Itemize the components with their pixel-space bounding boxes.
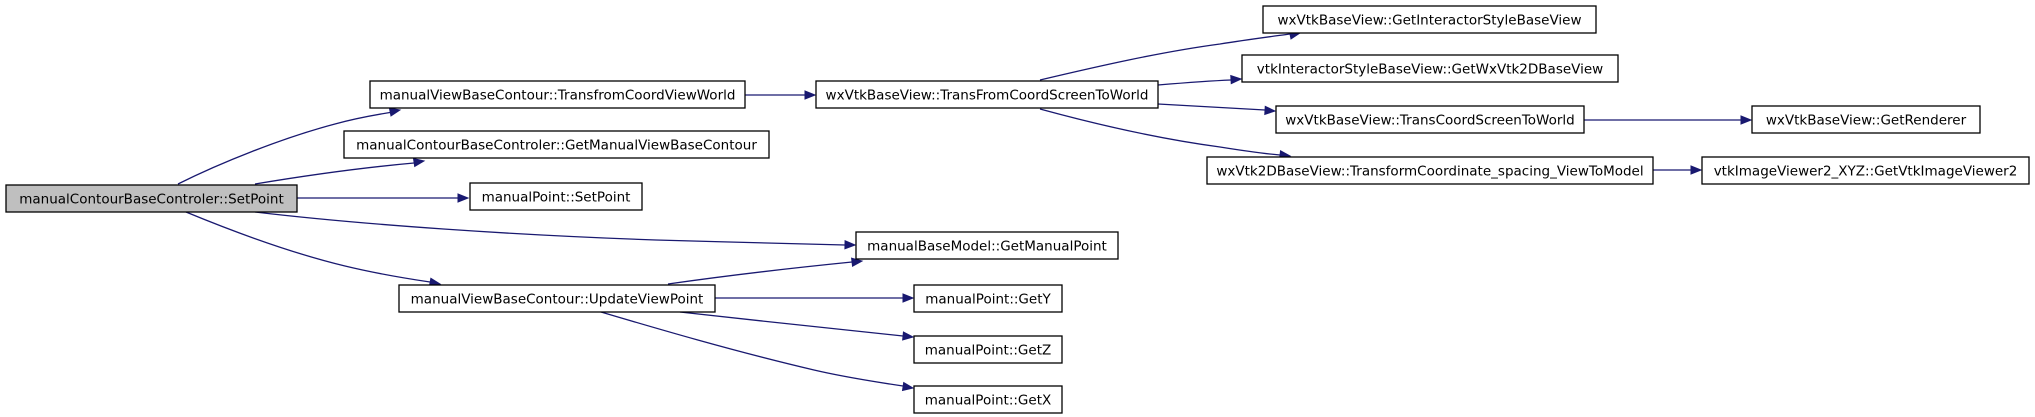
arrowhead-icon [388, 107, 402, 117]
arrowhead-icon [902, 331, 915, 341]
node-label: manualViewBaseContour::TransfromCoordVie… [380, 88, 736, 104]
edge-line [600, 311, 904, 387]
edge-line [254, 162, 415, 185]
node-get-z[interactable]: manualPoint::GetZ [913, 335, 1063, 364]
node-get-interactor-style-base-view[interactable]: wxVtkBaseView::GetInteractorStyleBaseVie… [1262, 5, 1597, 34]
node-get-vtk-image-viewer2[interactable]: vtkImageViewer2_XYZ::GetVtkImageViewer2 [1701, 156, 2030, 185]
edge-transfrom_coord_view_world-to-trans_from_coord_screen_to_world [745, 90, 817, 100]
node-box [815, 80, 1159, 109]
edge-line [679, 311, 904, 337]
node-label: wxVtk2DBaseView::TransformCoordinate_spa… [1216, 164, 1643, 180]
node-label: manualPoint::GetY [925, 292, 1051, 308]
edge-trans_coord_screen_to_world-to-get_renderer [1584, 115, 1753, 125]
edge-trans_from_coord_screen_to_world-to-trans_coord_screen_to_world [1157, 103, 1277, 116]
edge-trans_from_coord_screen_to_world-to-get_wx_vtk_2d_base_view [1157, 74, 1243, 86]
edge-update_view_point-to-get_y [715, 293, 915, 303]
node-get-manual-point[interactable]: manualBaseModel::GetManualPoint [855, 231, 1119, 260]
node-manual-point-setpoint[interactable]: manualPoint::SetPoint [469, 182, 643, 211]
node-label: manualPoint::GetX [925, 393, 1051, 409]
edge-line [667, 261, 853, 285]
node-box [343, 130, 770, 159]
node-box [913, 385, 1063, 414]
arrowhead-icon [902, 293, 915, 303]
edge-line [254, 211, 846, 246]
arrowhead-icon [1264, 105, 1277, 116]
node-box [5, 184, 298, 213]
node-label: manualPoint::SetPoint [482, 190, 631, 206]
edge-line [1157, 103, 1266, 111]
edge-line [185, 211, 431, 283]
node-get-x[interactable]: manualPoint::GetX [913, 385, 1063, 414]
node-label: wxVtkBaseView::GetRenderer [1766, 113, 1967, 129]
node-update-view-point[interactable]: manualViewBaseContour::UpdateViewPoint [398, 284, 716, 313]
edge-setpoint_root-to-get_manual_point [254, 211, 857, 250]
edge-line [1039, 33, 1291, 81]
node-get-renderer[interactable]: wxVtkBaseView::GetRenderer [1751, 105, 1981, 134]
node-label: manualContourBaseControler::GetManualVie… [356, 138, 757, 154]
edges-layer [177, 30, 1753, 392]
node-setpoint-root[interactable]: manualContourBaseControler::SetPoint [5, 184, 298, 213]
arrowhead-icon [804, 90, 817, 100]
node-box [469, 182, 643, 211]
node-label: wxVtkBaseView::GetInteractorStyleBaseVie… [1277, 13, 1581, 29]
node-box [1275, 105, 1585, 134]
node-transform-coordinate-spacing[interactable]: wxVtk2DBaseView::TransformCoordinate_spa… [1206, 156, 1654, 185]
edge-line [1039, 108, 1281, 156]
node-label: manualPoint::GetZ [925, 343, 1051, 359]
edge-trans_from_coord_screen_to_world-to-transform_coordinate_spacing [1039, 108, 1292, 160]
edge-update_view_point-to-get_x [600, 311, 915, 392]
edge-setpoint_root-to-manual_point_setpoint [297, 193, 470, 203]
edge-setpoint_root-to-get_manual_view_base_contour [254, 157, 426, 185]
arrowhead-icon [901, 381, 915, 392]
node-box [369, 80, 746, 109]
node-get-y[interactable]: manualPoint::GetY [913, 284, 1063, 313]
node-label: manualBaseModel::GetManualPoint [867, 239, 1107, 255]
arrowhead-icon [412, 157, 426, 168]
node-label: vtkInteractorStyleBaseView::GetWxVtk2DBa… [1257, 62, 1603, 78]
arrowhead-icon [844, 240, 857, 250]
edge-line [1157, 79, 1232, 86]
node-get-manual-view-base-contour[interactable]: manualContourBaseControler::GetManualVie… [343, 130, 770, 159]
node-box [913, 284, 1063, 313]
arrowhead-icon [1740, 115, 1753, 125]
node-box [1751, 105, 1981, 134]
node-box [913, 335, 1063, 364]
node-box [1262, 5, 1597, 34]
node-box [1206, 156, 1654, 185]
node-label: vtkImageViewer2_XYZ::GetVtkImageViewer2 [1714, 164, 2018, 180]
node-box [1241, 54, 1619, 83]
arrowhead-icon [457, 193, 470, 203]
edge-update_view_point-to-get_manual_point [667, 257, 864, 285]
node-box [1701, 156, 2030, 185]
node-box [855, 231, 1119, 260]
node-label: wxVtkBaseView::TransCoordScreenToWorld [1285, 113, 1574, 129]
edge-setpoint_root-to-update_view_point [185, 211, 442, 287]
edge-transform_coordinate_spacing-to-get_vtk_image_viewer2 [1653, 165, 1703, 175]
node-label: manualViewBaseContour::UpdateViewPoint [411, 292, 704, 308]
nodes-layer: manualContourBaseControler::SetPointmanu… [5, 5, 2030, 414]
node-label: wxVtkBaseView::TransFromCoordScreenToWor… [826, 88, 1149, 104]
edge-setpoint_root-to-transfrom_coord_view_world [177, 107, 402, 185]
node-trans-coord-screen-to-world[interactable]: wxVtkBaseView::TransCoordScreenToWorld [1275, 105, 1585, 134]
edge-update_view_point-to-get_z [679, 311, 915, 341]
node-label: manualContourBaseControler::SetPoint [19, 192, 284, 208]
edge-line [177, 111, 394, 185]
node-trans-from-coord-screen-to-world[interactable]: wxVtkBaseView::TransFromCoordScreenToWor… [815, 80, 1159, 109]
node-box [398, 284, 716, 313]
arrowhead-icon [1230, 74, 1243, 85]
node-get-wx-vtk-2d-base-view[interactable]: vtkInteractorStyleBaseView::GetWxVtk2DBa… [1241, 54, 1619, 83]
arrowhead-icon [1690, 165, 1703, 175]
node-transfrom-coord-view-world[interactable]: manualViewBaseContour::TransfromCoordVie… [369, 80, 746, 109]
